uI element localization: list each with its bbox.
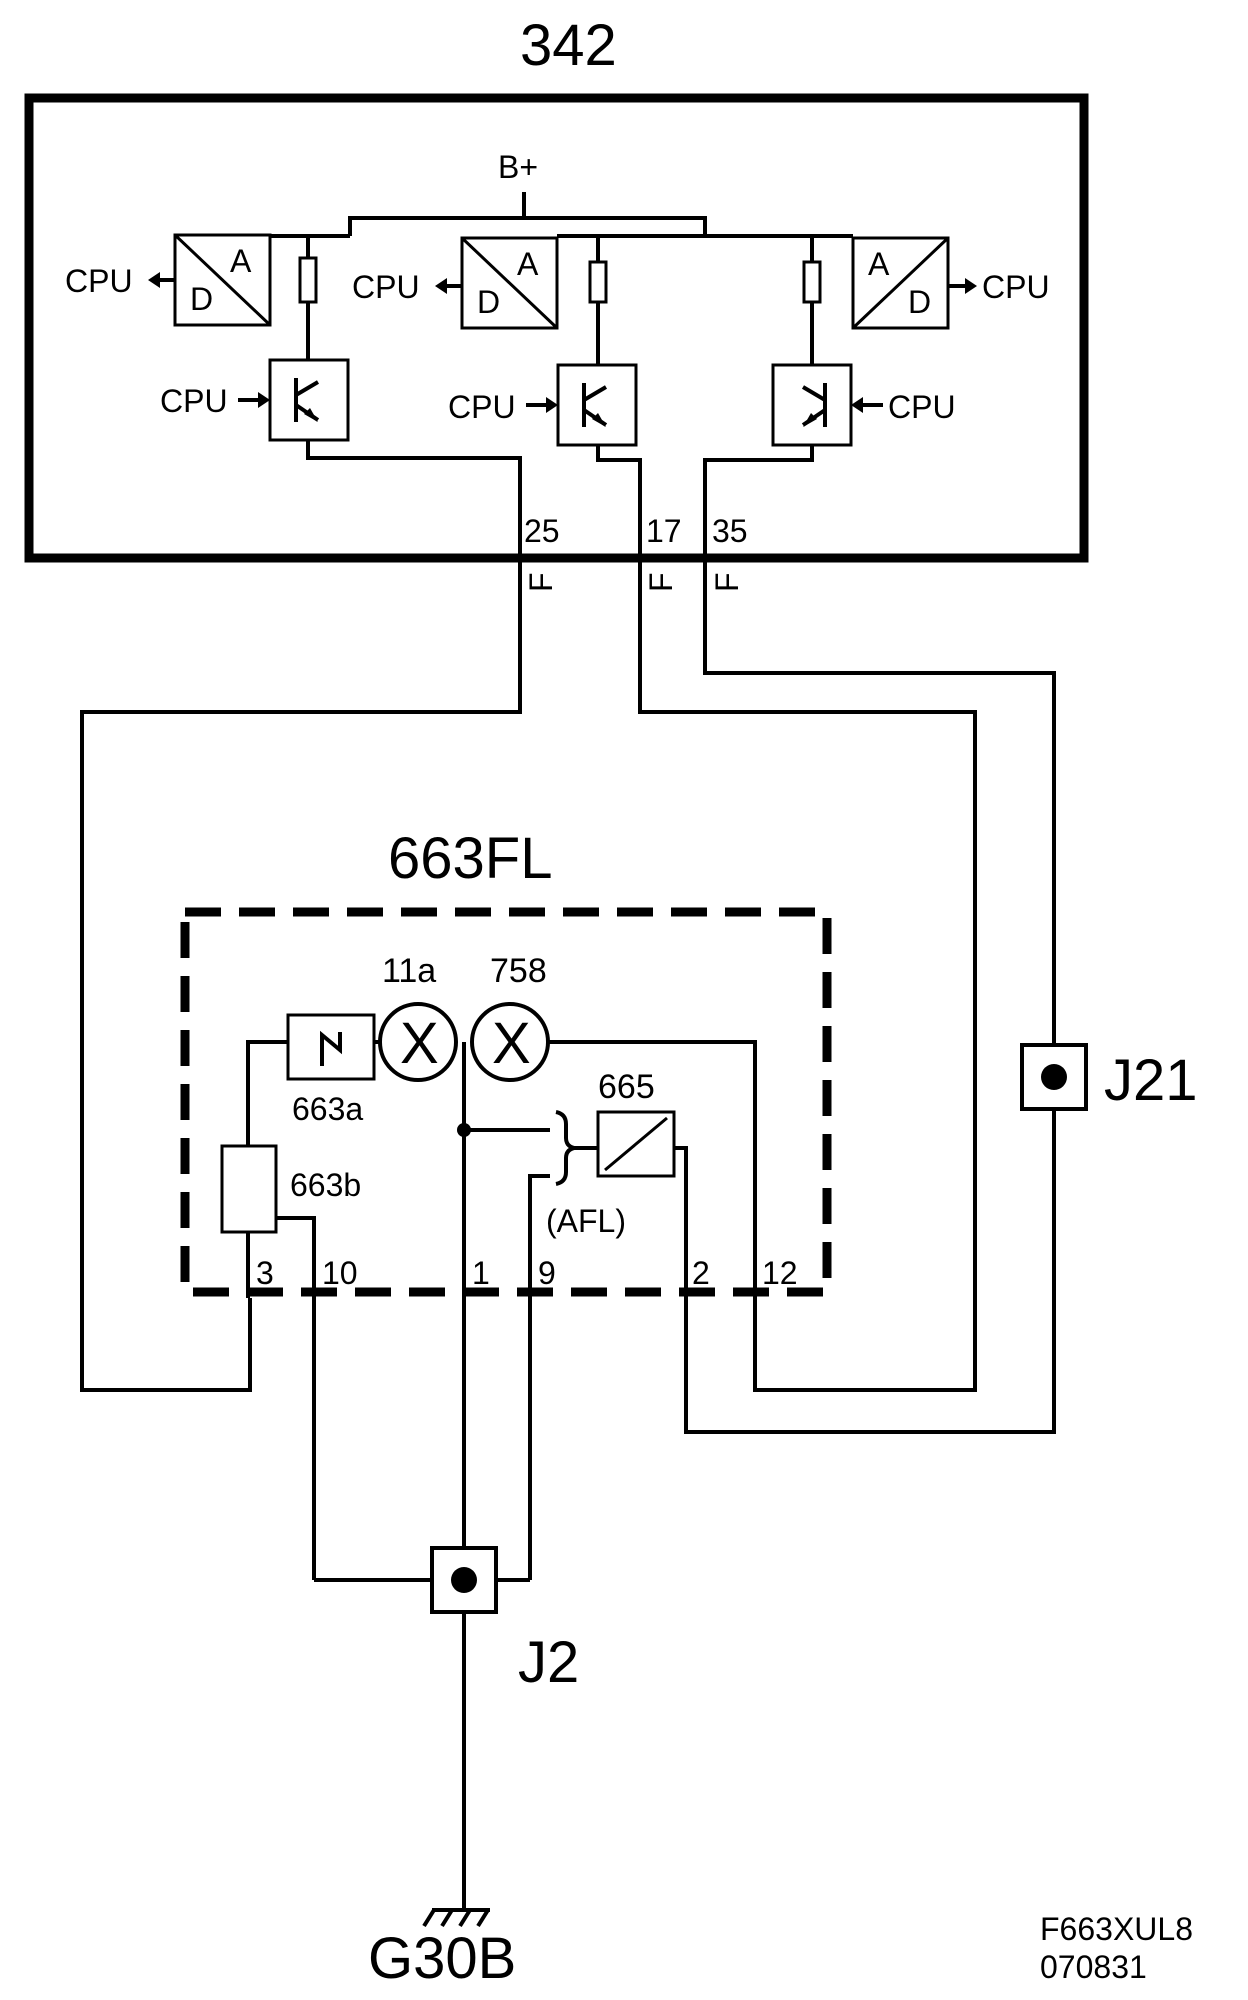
lamp-pin-2: 2: [692, 1255, 710, 1291]
ground-label: G30B: [368, 1926, 516, 1991]
wire-pin17-to-pin12: [638, 558, 977, 1392]
cpu-label-transistor-mid: CPU: [448, 389, 516, 425]
cpu-label-transistor-left: CPU: [160, 383, 228, 419]
wire-lamp-to-pin12: [548, 1040, 757, 1298]
connector-j2-label: J2: [518, 1630, 579, 1695]
ad-diagonal-right: [851, 236, 950, 330]
resistor-right: [802, 260, 822, 304]
switch-663a: [286, 1013, 376, 1081]
drawing-id: F663XUL8: [1040, 1911, 1193, 1947]
cpu-label-ad-right: CPU: [982, 269, 1050, 305]
arrow-head-ad-right: [965, 278, 977, 294]
ad-d-right: D: [908, 284, 931, 320]
ecu-pin-17: 17: [646, 513, 682, 549]
lamp-unit-label: 663FL: [388, 826, 552, 891]
ecu-pin-25: 25: [524, 513, 560, 549]
wire-right-out: [703, 445, 814, 558]
fuse-marker-17: F: [643, 572, 679, 592]
connector-j21-dot: [1041, 1064, 1067, 1090]
ecu-pin-35: 35: [712, 513, 748, 549]
ground-symbol: [422, 1908, 490, 1928]
lamp-pin-9: 9: [538, 1255, 556, 1291]
transistor-left-emitter: [304, 408, 318, 422]
lamp-11a-symbol: X: [400, 1011, 439, 1076]
motor-665-label: 665: [598, 1068, 655, 1106]
wire-resistor-to-pin10: [276, 1216, 316, 1580]
ad-d-left: D: [190, 281, 213, 317]
resistor-left: [298, 256, 318, 304]
arrow-head-transistor-mid: [546, 397, 558, 413]
wire-mid-resistor: [557, 234, 600, 365]
arrow-head-transistor-left: [258, 392, 270, 408]
ad-d-mid: D: [477, 284, 500, 320]
lamp-pin-1: 1: [472, 1255, 490, 1291]
resistor-663b: [220, 1144, 278, 1234]
cpu-label-ad-left: CPU: [65, 263, 133, 299]
resistor-mid: [588, 260, 608, 304]
resistor-663b-label: 663b: [290, 1167, 361, 1203]
wire-motor-to-pin2: [674, 1146, 688, 1298]
supply-bus: [348, 192, 707, 236]
ecu-label: 342: [520, 13, 617, 78]
ad-a-mid: A: [517, 246, 539, 282]
transistor-right-emitter: [803, 413, 817, 427]
afl-brace: [555, 1110, 575, 1186]
wire-pin25-to-pin3: [80, 558, 522, 1392]
switch-663a-symbol: [320, 1030, 342, 1066]
cpu-label-ad-mid: CPU: [352, 269, 420, 305]
arrow-head-ad-left: [148, 272, 160, 288]
supply-label: B+: [498, 149, 538, 185]
afl-label: (AFL): [546, 1203, 626, 1239]
switch-663a-label: 663a: [292, 1091, 363, 1127]
ad-diagonal-mid: [460, 236, 559, 330]
fuse-marker-25: F: [523, 572, 559, 592]
connector-j21-label: J21: [1104, 1048, 1198, 1113]
lamp-pin-12: 12: [762, 1255, 798, 1291]
arrow-head-ad-mid: [435, 278, 447, 294]
transistor-left: [268, 358, 350, 442]
ad-a-left: A: [230, 243, 252, 279]
arrow-head-transistor-right: [851, 397, 863, 413]
lamp-758-label: 758: [490, 952, 547, 990]
lamp-758-symbol: X: [492, 1011, 531, 1076]
drawing-date: 070831: [1040, 1949, 1147, 1985]
wire-left-out: [306, 440, 522, 558]
connector-j2-dot: [451, 1567, 477, 1593]
wire-right-resistor: [810, 234, 853, 365]
lamp-11a-label: 11a: [382, 952, 436, 990]
lamp-pin-3: 3: [256, 1255, 274, 1291]
wire-pin9-to-brace: [528, 1174, 550, 1580]
lamp-unit-box: [180, 907, 832, 1297]
wire-switch-to-resistor: [246, 1040, 288, 1146]
transistor-mid-emitter: [592, 413, 606, 427]
cpu-label-transistor-right: CPU: [888, 389, 956, 425]
ad-a-right: A: [868, 246, 890, 282]
wire-left-resistor: [270, 234, 310, 360]
transistor-right: [771, 363, 853, 447]
ad-diagonal-left: [173, 233, 272, 327]
transistor-mid: [556, 363, 638, 447]
motor-665-diagonal: [604, 1116, 668, 1172]
ecu-box: [24, 93, 1089, 563]
fuse-marker-35: F: [709, 572, 745, 592]
lamp-pin-10: 10: [322, 1255, 358, 1291]
wire-pin35-to-pin2: [684, 558, 1056, 1434]
wire-mid-out: [596, 445, 642, 558]
